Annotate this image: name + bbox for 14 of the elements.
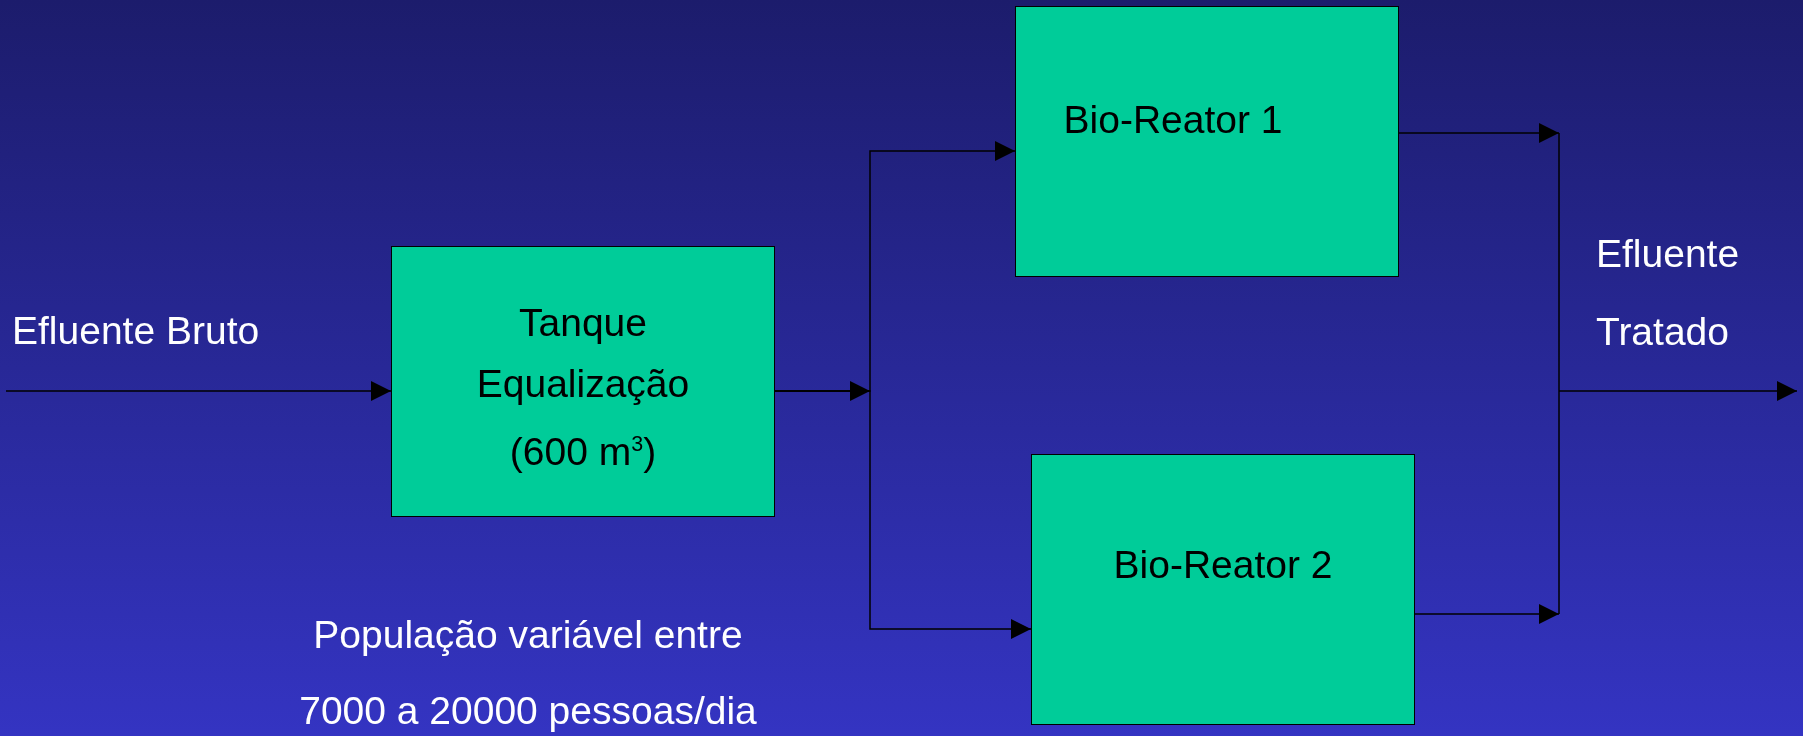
process-box [1015,6,1399,277]
note-text: População variável entre 7000 a 20000 pessoas/dia [298,612,758,734]
arrow [1398,123,1560,392]
arrow [774,381,871,401]
input-label: Efluente Bruto [12,309,261,353]
arrow [1558,381,1798,401]
box-label: Bio-Reator 2 [1112,542,1334,588]
arrow [1414,390,1560,624]
box-label: Bio-Reator 1 [1062,97,1284,143]
arrow [5,381,392,401]
output-label: Efluente Tratado [1596,231,1741,355]
box-label: Tanque Equalização (600 m$^{3}$) [475,300,691,475]
process-box [1031,454,1415,725]
process-box [391,246,775,517]
